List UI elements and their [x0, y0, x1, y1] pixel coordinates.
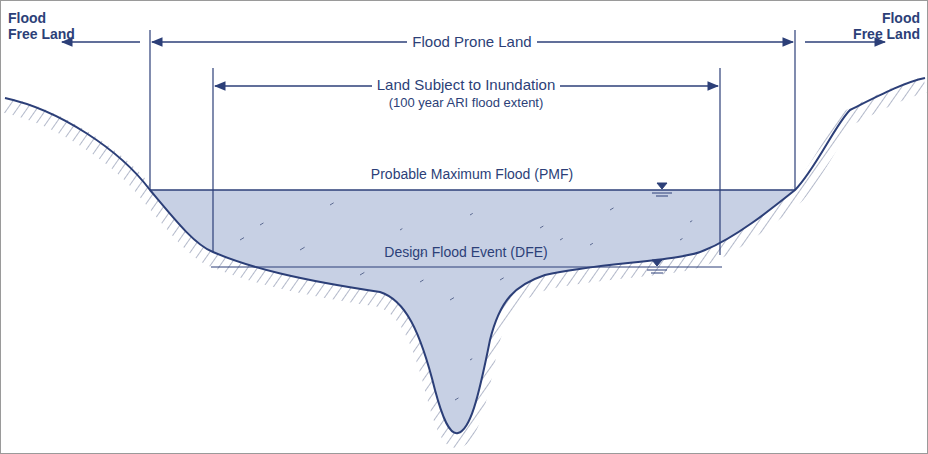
- extent-lines: [150, 30, 795, 255]
- water-level-symbol: [647, 260, 667, 273]
- ground-hatching: [5, 85, 925, 440]
- water-level-symbol: [652, 183, 672, 196]
- ground-profile: [5, 78, 925, 433]
- pmf-label: Probable Maximum Flood (PMF): [371, 166, 573, 182]
- dfe-label: Design Flood Event (DFE): [384, 244, 547, 260]
- flood-prone-label: Flood Prone Land: [407, 33, 536, 50]
- water-speckles: [240, 203, 692, 400]
- pmf-level: [150, 189, 795, 190]
- flood-free-label: Flood Free Land: [8, 10, 78, 42]
- flood-water: [150, 190, 795, 433]
- inundation-label: Land Subject to Inundation: [372, 76, 560, 93]
- dfe-level: [211, 267, 722, 268]
- inundation-note: (100 year ARI flood extent): [389, 96, 544, 111]
- flood-free-label: Flood Free Land: [850, 10, 920, 42]
